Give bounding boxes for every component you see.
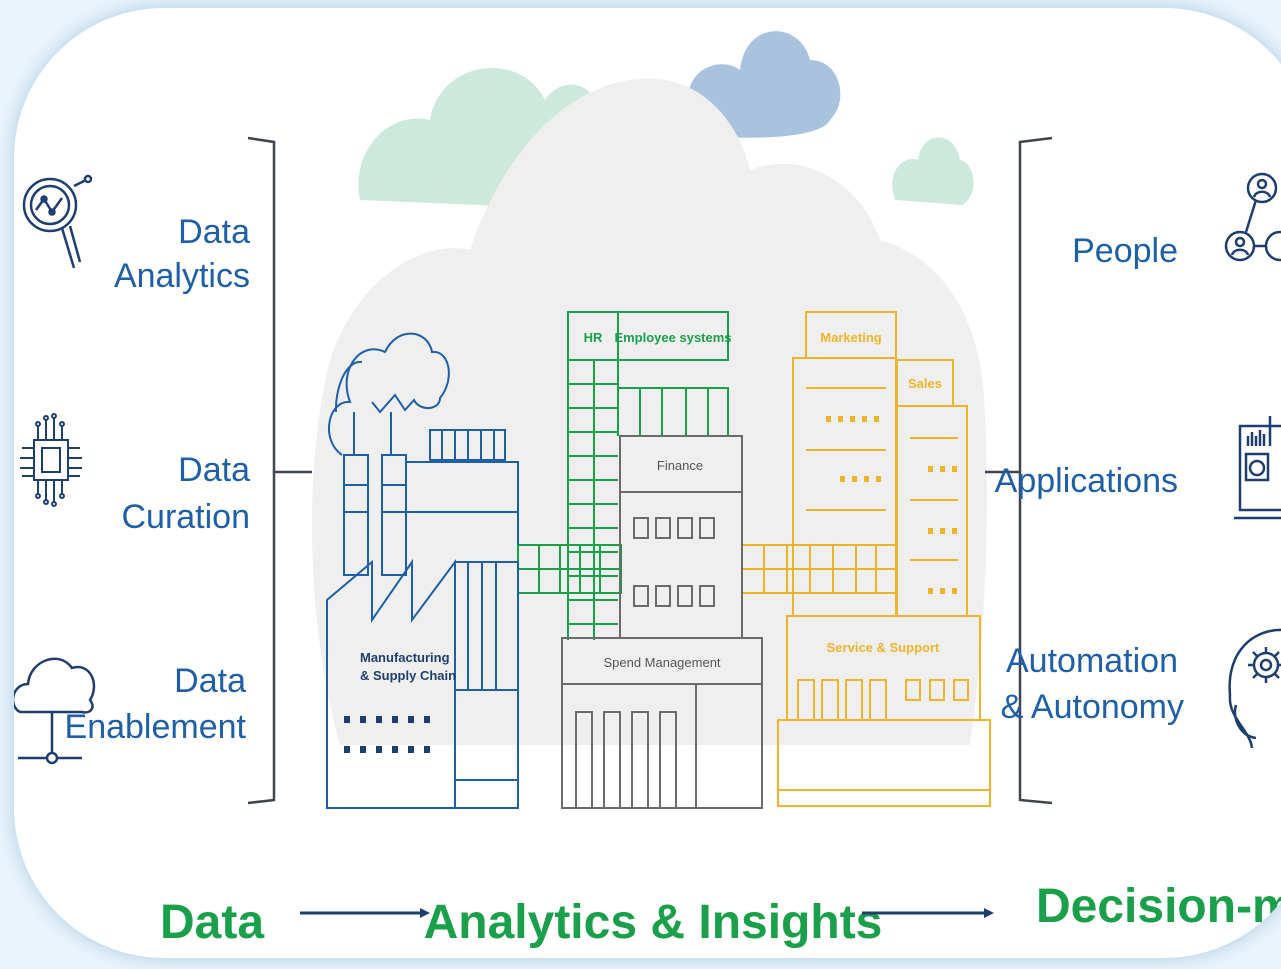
- gear-head-icon: [1228, 628, 1281, 749]
- automation-line2: & Autonomy: [1001, 688, 1184, 726]
- chip-icon: [20, 413, 82, 507]
- data-enablement-line2: Enablement: [65, 708, 247, 746]
- manufacturing-label-line1: Manufacturing: [360, 650, 450, 665]
- manufacturing-building: [326, 332, 519, 809]
- automation-line1: Automation: [1006, 642, 1178, 680]
- data-analytics-line1: Data: [178, 213, 250, 251]
- right-labels: People Applications Automation & Autonom…: [995, 232, 1184, 726]
- cloud-network-icon: [14, 657, 96, 765]
- people-network-icon: [1224, 172, 1281, 262]
- flow-arrow-2: [862, 908, 994, 918]
- marketing-building: [792, 311, 968, 617]
- marketing-label: Marketing: [820, 330, 881, 345]
- applications-label: Applications: [995, 462, 1178, 500]
- background-clouds: [311, 31, 987, 745]
- hr-label: HR: [584, 330, 603, 345]
- diagram-card: Data Analytics Data Curation Data Enable…: [14, 8, 1281, 958]
- left-bracket: [247, 136, 312, 805]
- marketing-dots: [826, 416, 957, 594]
- service-support-building: [777, 615, 991, 807]
- diagram-canvas: Data Analytics Data Curation Data Enable…: [14, 31, 1281, 949]
- green-cloud-right: [892, 137, 974, 205]
- right-bracket: [985, 136, 1053, 805]
- finance-label: Finance: [657, 458, 703, 473]
- data-enablement-line1: Data: [174, 662, 246, 700]
- sales-label: Sales: [908, 376, 942, 391]
- flow-arrow-1: [300, 908, 430, 918]
- people-label: People: [1072, 232, 1178, 270]
- employee-systems-label: Employee systems: [614, 330, 731, 345]
- flow-decision-label: Decision-making: [1036, 880, 1281, 933]
- data-analytics-line2: Analytics: [114, 257, 250, 295]
- service-support-label: Service & Support: [827, 640, 940, 655]
- data-curation-line2: Curation: [121, 498, 250, 536]
- data-curation-line1: Data: [178, 451, 250, 489]
- magnifier-chart-icon: [22, 174, 93, 269]
- gray-cloud: [311, 78, 987, 745]
- spend-management-building: [561, 637, 763, 809]
- left-labels: Data Analytics Data Curation Data Enable…: [65, 213, 251, 746]
- manufacturing-label-line2: & Supply Chain: [360, 668, 456, 683]
- manufacturing-dots: [344, 716, 430, 753]
- dashboard-laptop-icon: [1234, 416, 1281, 520]
- blue-cloud: [688, 31, 841, 138]
- flow-analytics-label: Analytics & Insights: [424, 896, 883, 949]
- flow-row: Data Analytics & Insights Decision-makin…: [160, 880, 1281, 949]
- spend-management-label: Spend Management: [603, 655, 720, 670]
- hr-building: [567, 311, 729, 640]
- flow-data-label: Data: [160, 896, 264, 949]
